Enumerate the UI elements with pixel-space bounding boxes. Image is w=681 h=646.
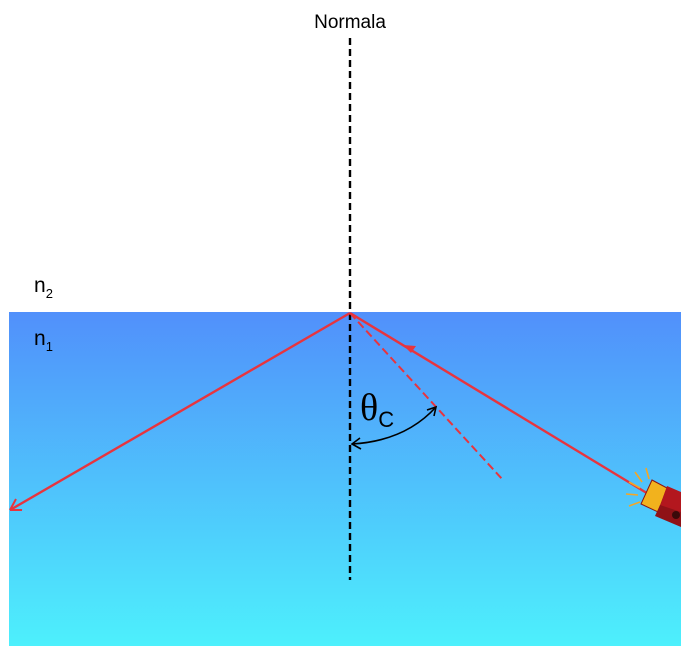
critical-angle-label: θC — [360, 387, 394, 432]
lower-medium — [9, 312, 681, 646]
n1-label: n1 — [34, 327, 53, 354]
theta-subscript: C — [378, 407, 394, 432]
upper-medium — [0, 0, 681, 312]
n1-symbol: n — [34, 327, 46, 350]
arc-arrowhead-right — [426, 405, 438, 417]
theta-symbol: θ — [360, 387, 378, 429]
flashlight-icon — [625, 467, 681, 527]
reflected-ray — [9, 311, 351, 512]
incident-ray — [349, 311, 651, 497]
n1-subscript: 1 — [46, 339, 53, 354]
critical-angle-arc — [351, 406, 437, 445]
n2-subscript: 2 — [46, 286, 53, 301]
n2-label: n2 — [34, 274, 53, 301]
reflected-ray-arrowhead — [9, 498, 22, 511]
incident-ray-arrowhead — [403, 345, 416, 353]
normal-label: Normala — [314, 12, 386, 33]
critical-angle-ray — [349, 312, 504, 481]
n2-symbol: n — [34, 274, 46, 297]
arc-arrowhead-left — [350, 437, 362, 450]
